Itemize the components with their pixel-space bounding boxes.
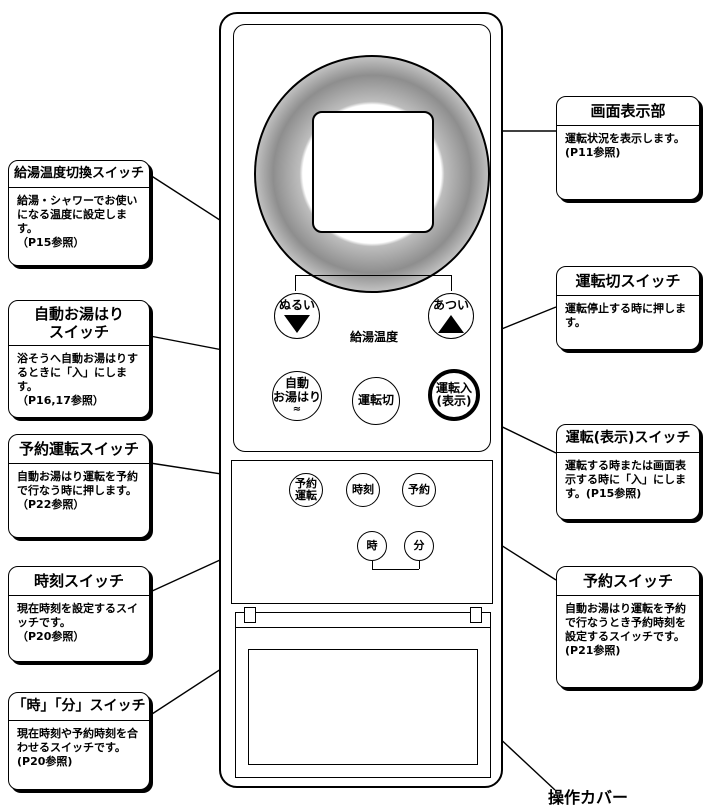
callout-title: 自動お湯はり スイッチ: [9, 301, 149, 346]
callout-run-display: 運転(表示)スイッチ 運転する時または画面表示する時に「入」にします。(P15参…: [556, 424, 700, 520]
clock-button[interactable]: 時刻: [346, 473, 380, 507]
auto-fill-label-2: お湯はり: [273, 389, 322, 404]
cover-inner-panel: [248, 649, 478, 765]
stop-button-label: 運転切: [357, 393, 394, 408]
timer-run-label-2: 運転: [295, 489, 317, 502]
callout-title: 運転切スイッチ: [557, 267, 699, 296]
callout-title: 給湯温度切換スイッチ: [9, 161, 149, 188]
timer-button[interactable]: 予約: [402, 473, 436, 507]
callout-clock: 時刻スイッチ 現在時刻を設定するスイッチです。 （P20参照）: [8, 566, 150, 662]
callout-timer: 予約スイッチ 自動お湯はり運転を予約で行なうとき予約時刻を設定するスイッチです。…: [556, 566, 700, 688]
hour-button[interactable]: 時: [357, 531, 387, 561]
down-arrow-icon: [284, 315, 310, 334]
cool-button-label: ぬるい: [278, 297, 315, 312]
timer-run-label-1: 予約: [295, 476, 317, 490]
minute-button-label: 分: [413, 538, 425, 552]
callout-body: 自動お湯はり運転を予約で行なうとき予約時刻を設定するスイッチです。 (P21参照…: [565, 602, 686, 658]
callout-stop: 運転切スイッチ 運転停止する時に押します。: [556, 266, 700, 350]
cool-button[interactable]: ぬるい: [274, 293, 320, 339]
temp-bracket-left: [295, 275, 296, 291]
callout-timer-run: 予約運転スイッチ 自動お湯はり運転を予約で行なう時に押します。 （P22参照）: [8, 434, 150, 538]
hour-button-label: 時: [366, 538, 378, 552]
temp-bracket-right: [451, 275, 452, 291]
hot-button-label: あつい: [432, 297, 469, 312]
callout-title-line-1: 自動お湯はり: [33, 305, 124, 323]
run-button-label-2: (表示): [436, 394, 472, 408]
minute-bracket-tick: [419, 561, 420, 569]
temp-bracket-line: [295, 275, 451, 276]
auto-fill-button[interactable]: 自動 お湯はり ≈: [272, 371, 322, 421]
callout-hour-minute: 「時」「分」スイッチ 現在時刻や予約時刻を合わせるスイッチです。(P20参照): [8, 692, 150, 790]
auto-fill-label-1: 自動: [284, 376, 309, 391]
callout-title-line-2: スイッチ: [48, 323, 109, 341]
callout-display: 画面表示部 運転状況を表示します。(P11参照): [556, 96, 700, 200]
up-arrow-icon: [438, 315, 464, 334]
hour-bracket-tick: [372, 561, 373, 569]
timer-run-button[interactable]: 予約 運転: [289, 473, 323, 507]
callout-body: 運転状況を表示します。(P11参照): [565, 132, 685, 160]
run-button-label-1: 運転入: [435, 380, 472, 395]
callout-title: 「時」「分」スイッチ: [9, 693, 149, 721]
hot-button[interactable]: あつい: [428, 293, 474, 339]
operation-cover[interactable]: [235, 607, 491, 778]
cover-hinge-left: [244, 607, 256, 623]
remote-controller: ぬるい あつい 給湯温度 自動 お湯はり ≈ 運転切 運転入 (表示) 予約 運…: [219, 12, 503, 788]
callout-body: 運転停止する時に押します。: [565, 302, 686, 330]
remote-upper-panel: ぬるい あつい 給湯温度 自動 お湯はり ≈ 運転切 運転入 (表示): [233, 24, 491, 452]
run-display-button[interactable]: 運転入 (表示): [428, 369, 480, 421]
callout-body: 運転する時または画面表示する時に「入」にします。(P15参照): [565, 458, 686, 500]
hour-minute-bracket: [372, 569, 419, 570]
temp-label: 給湯温度: [350, 330, 399, 344]
callout-temp-switch: 給湯温度切換スイッチ 給湯・シャワーでお使いになる温度に設定します。 （P15参…: [8, 160, 150, 266]
minute-button[interactable]: 分: [404, 531, 434, 561]
timer-button-label: 予約: [408, 482, 430, 496]
callout-body: 現在時刻や予約時刻を合わせるスイッチです。(P20参照): [17, 726, 138, 768]
bath-icon: ≈: [292, 403, 302, 415]
cover-top-edge: [236, 627, 490, 628]
callout-body: 現在時刻を設定するスイッチです。 （P20参照）: [17, 602, 138, 644]
remote-lower-panel: 予約 運転 時刻 予約 時 分: [231, 460, 493, 604]
callout-title: 予約スイッチ: [557, 567, 699, 596]
cover-label: 操作カバー: [548, 788, 629, 807]
stop-button[interactable]: 運転切: [352, 377, 400, 425]
callout-auto-fill: 自動お湯はり スイッチ 浴そうへ自動お湯はりするときに「入」にします。 （P16…: [8, 300, 150, 418]
callout-body: 自動お湯はり運転を予約で行なう時に押します。 （P22参照）: [17, 470, 138, 512]
callout-title: 時刻スイッチ: [9, 567, 149, 596]
callout-body: 給湯・シャワーでお使いになる温度に設定します。 （P15参照）: [17, 193, 138, 249]
display-screen: [312, 111, 434, 233]
clock-button-label: 時刻: [352, 482, 374, 496]
callout-title: 予約運転スイッチ: [9, 435, 149, 464]
cover-hinge-right: [470, 607, 482, 623]
callout-title: 運転(表示)スイッチ: [557, 425, 699, 453]
callout-body: 浴そうへ自動お湯はりするときに「入」にします。 （P16,17参照）: [17, 352, 138, 408]
callout-title: 画面表示部: [557, 97, 699, 126]
